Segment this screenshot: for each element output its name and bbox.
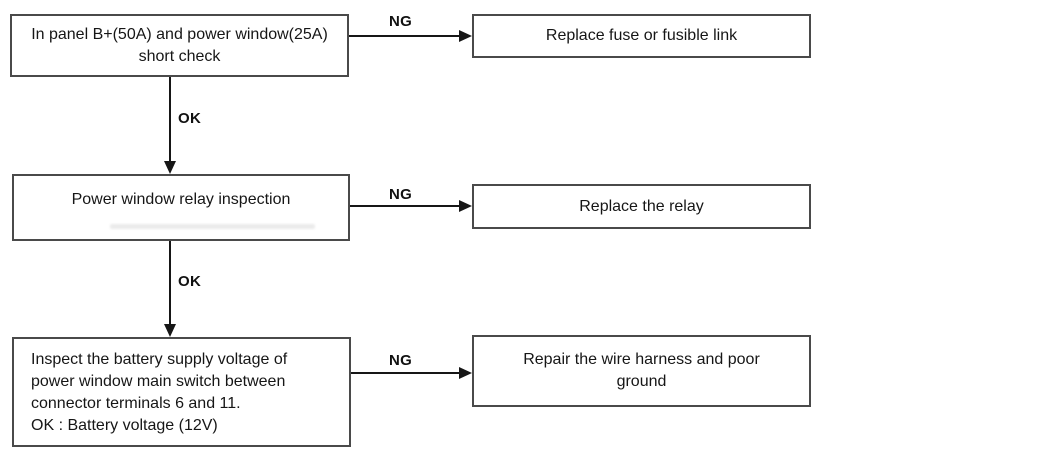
ng-arrow-line-1 [349, 35, 460, 37]
ng-arrowhead-2 [459, 200, 472, 212]
ng-arrowhead-3 [459, 367, 472, 379]
result-box-repair-harness-line1: Repair the wire harness and poor [523, 351, 760, 368]
step-box-battery-voltage-check-line2: power window main switch between [31, 373, 286, 390]
ok-label-2: OK [178, 273, 202, 290]
result-box-replace-fuse: Replace fuse or fusible link [472, 14, 811, 58]
ok-arrowhead-2 [164, 324, 176, 337]
ok-arrow-line-2 [169, 241, 171, 325]
step-box-relay-inspection: Power window relay inspection [12, 174, 350, 241]
ng-label-3: NG [389, 352, 413, 369]
ok-arrowhead-1 [164, 161, 176, 174]
ng-arrow-line-2 [350, 205, 460, 207]
ng-arrowhead-1 [459, 30, 472, 42]
ng-label-2: NG [389, 186, 413, 203]
result-box-replace-relay-line1: Replace the relay [579, 197, 704, 215]
step-box-battery-voltage-check-line3: connector terminals 6 and 11. [31, 395, 241, 412]
step-box-battery-voltage-check: Inspect the battery supply voltage of po… [12, 337, 351, 447]
result-box-replace-fuse-line1: Replace fuse or fusible link [545, 27, 738, 44]
scan-artifact [110, 224, 315, 229]
ok-arrow-line-1 [169, 77, 171, 162]
step-box-battery-voltage-check-line4: OK : Battery voltage (12V) [31, 417, 218, 434]
step-box-fuse-short-check: In panel B+(50A) and power window(25A) s… [10, 14, 349, 77]
result-box-replace-relay: Replace the relay [472, 184, 811, 229]
ok-label-1: OK [178, 110, 202, 127]
step-box-fuse-short-check-line1: In panel B+(50A) and power window(25A) [31, 25, 328, 43]
step-box-battery-voltage-check-line1: Inspect the battery supply voltage of [31, 351, 288, 368]
step-box-fuse-short-check-line2: short check [138, 47, 221, 65]
result-box-repair-harness: Repair the wire harness and poor ground [472, 335, 811, 407]
ng-label-1: NG [389, 13, 413, 30]
result-box-repair-harness-line2: ground [616, 373, 667, 390]
step-box-relay-inspection-line1: Power window relay inspection [71, 191, 291, 208]
ng-arrow-line-3 [351, 372, 460, 374]
